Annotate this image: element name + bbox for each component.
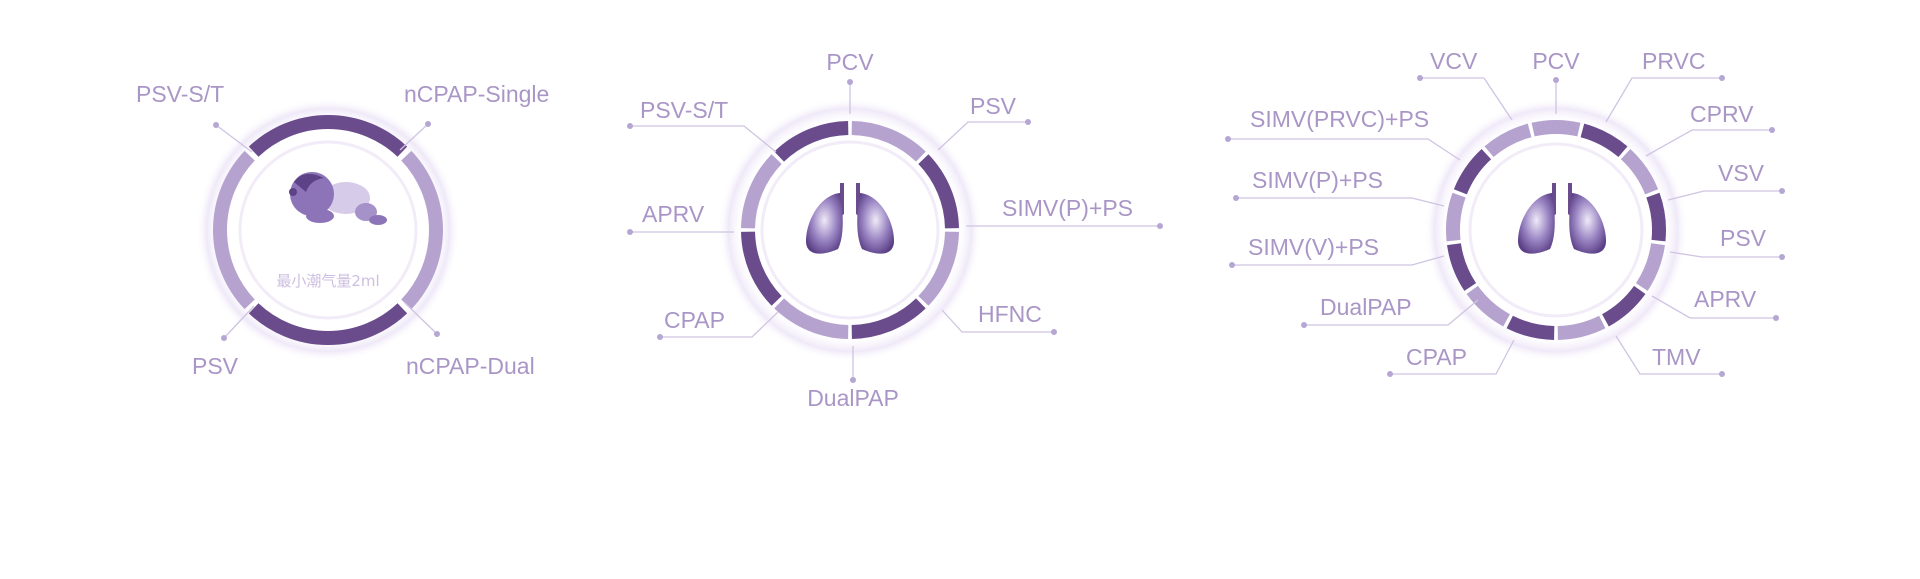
ring-segment-simv-v-ps <box>1447 243 1477 291</box>
segment-label-cprv: CPRV <box>1645 101 1775 157</box>
segment-label-vcv: VCV <box>1417 48 1513 121</box>
ring-segment-psv <box>918 154 959 229</box>
segment-label: PCV <box>826 49 874 75</box>
segment-label: VCV <box>1430 48 1478 74</box>
ring-segment-ncpap-dual <box>213 150 255 310</box>
segment-label: CPAP <box>664 307 725 333</box>
ring-segment-psv-s-t <box>774 121 849 162</box>
segment-label: SIMV(V)+PS <box>1248 234 1379 260</box>
segment-label-simv-prvc-ps: SIMV(PRVC)+PS <box>1225 106 1461 161</box>
segment-label: CPAP <box>1406 344 1467 370</box>
segment-label: TMV <box>1652 344 1701 370</box>
lungs-icon <box>1518 183 1606 254</box>
segment-label: PSV-S/T <box>640 97 728 123</box>
segment-label: PSV <box>1720 225 1767 251</box>
segment-label-psv: PSV <box>1669 225 1785 260</box>
segment-label-hfnc: HFNC <box>941 301 1057 335</box>
segment-label: SIMV(P)+PS <box>1252 167 1383 193</box>
infant-icon <box>289 172 387 225</box>
segment-label-psv-st: PSV-S/T <box>627 97 777 153</box>
segment-label-psv: PSV <box>192 305 255 379</box>
segment-label: nCPAP-Single <box>404 81 549 107</box>
ring-segment-vsv <box>1646 192 1666 242</box>
ring-segment-simv-prvc-ps <box>1453 148 1492 195</box>
segment-label-simv-v-ps: SIMV(V)+PS <box>1229 234 1445 268</box>
segment-label: PSV <box>192 353 239 379</box>
mode-ring <box>1446 120 1666 340</box>
segment-label-tmv: TMV <box>1615 335 1725 377</box>
inner-ring <box>1468 142 1644 318</box>
segment-label-pcv: PCV <box>1532 48 1580 114</box>
ring-segment-aprv <box>1601 285 1646 327</box>
inner-ring <box>760 140 940 320</box>
segment-label-simv-p-ps: SIMV(P)+PS <box>1233 167 1445 207</box>
diagram-halo <box>718 98 982 362</box>
ring-segment-vcv <box>1484 123 1532 158</box>
ring-segment-cprv <box>1620 148 1659 195</box>
ring-segment-simv-p-ps <box>1446 192 1466 242</box>
ring-segment-pcv <box>1531 120 1581 137</box>
segment-label: VSV <box>1718 160 1765 186</box>
segment-label: APRV <box>1694 286 1757 312</box>
ring-segment-hfnc <box>851 298 926 339</box>
ring-segment-cpap <box>741 231 782 306</box>
ring-segment-dualpap <box>774 298 849 339</box>
ring-segment-psv <box>248 115 408 157</box>
ring-segment-psv <box>1635 243 1665 291</box>
diagram-halo <box>196 98 460 362</box>
mode-ring <box>741 121 959 339</box>
segment-label-pcv: PCV <box>826 49 874 114</box>
segment-label: APRV <box>642 201 705 227</box>
ring-segment-aprv <box>741 154 782 229</box>
ring-segment-tmv <box>1557 315 1606 340</box>
ring-segment-dualpap <box>1466 285 1511 327</box>
segment-label-aprv: APRV <box>1651 286 1779 321</box>
segment-label: CPRV <box>1690 101 1754 127</box>
segment-label: PCV <box>1532 48 1580 74</box>
segment-label-ncpap-dual: nCPAP-Dual <box>403 301 535 379</box>
ring-segment-simv-p-ps <box>918 231 959 306</box>
diagram-adult: PCV PRVC CPRV VSV PSV APRV <box>1225 48 1785 377</box>
lungs-icon <box>806 183 894 254</box>
segment-label-cpap: CPAP <box>1387 339 1515 377</box>
segment-label: SIMV(PRVC)+PS <box>1250 106 1429 132</box>
segment-label-ncpap-single: nCPAP-Single <box>399 81 549 151</box>
segment-label: PSV <box>970 93 1017 119</box>
inner-ring <box>238 140 418 320</box>
segment-label-dualpap: DualPAP <box>1301 294 1479 328</box>
segment-label-aprv: APRV <box>627 201 734 235</box>
segment-label-vsv: VSV <box>1667 160 1785 201</box>
ring-segment-psv-s-t <box>401 150 443 310</box>
segment-label: PSV-S/T <box>136 81 224 107</box>
segment-label-dualpap: DualPAP <box>807 346 899 411</box>
diagram-infant: 最小潮气量2ml PSV-S/T nCPAP-Single nCPAP-Dual… <box>136 81 549 379</box>
mode-ring <box>213 115 443 345</box>
segment-label: nCPAP-Dual <box>406 353 535 379</box>
segment-label: DualPAP <box>1320 294 1412 320</box>
ring-segment-ncpap-single <box>248 303 408 345</box>
ring-segment-prvc <box>1580 123 1628 158</box>
min-tidal-volume-caption: 最小潮气量2ml <box>276 272 379 290</box>
ring-segment-cpap <box>1506 315 1555 340</box>
segment-label-psv: PSV <box>937 93 1031 151</box>
segment-label: SIMV(P)+PS <box>1002 195 1133 221</box>
ring-segment-pcv <box>851 121 926 162</box>
segment-label-cpap: CPAP <box>657 307 779 340</box>
segment-label-simv-p-ps: SIMV(P)+PS <box>966 195 1163 229</box>
segment-label: DualPAP <box>807 385 899 411</box>
segment-label: PRVC <box>1642 48 1706 74</box>
segment-label-psv-st: PSV-S/T <box>136 81 253 153</box>
segment-label: HFNC <box>978 301 1042 327</box>
diagram-pediatric: PCV PSV SIMV(P)+PS HFNC DualPAP CPAP <box>627 49 1163 411</box>
segment-label-prvc: PRVC <box>1605 48 1725 123</box>
diagram-halo <box>1424 98 1688 362</box>
